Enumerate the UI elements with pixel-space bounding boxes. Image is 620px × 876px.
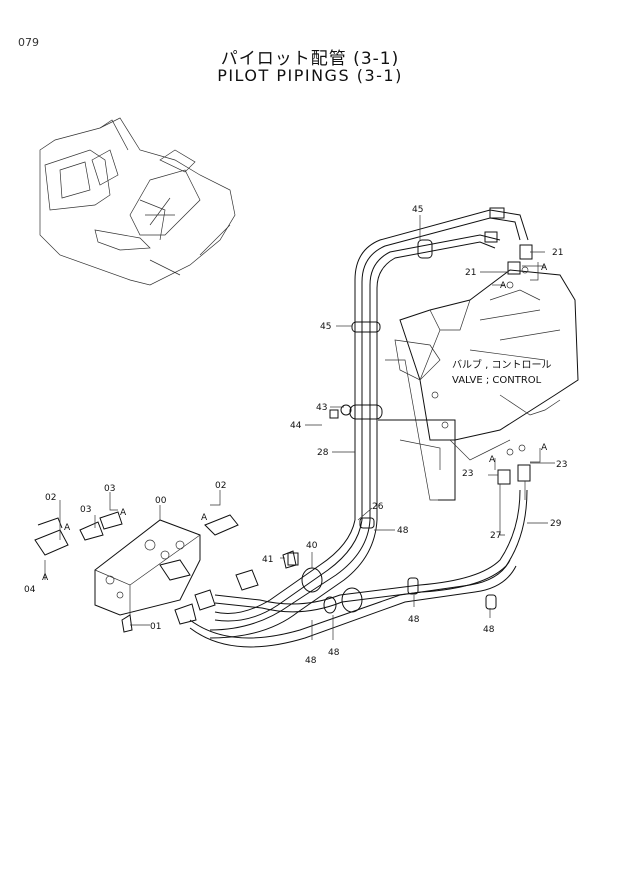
label-03: 03 [104,484,115,494]
label-04: 04 [24,585,36,595]
excavator-thumbnail [39,117,236,286]
label-48-e: 48 [483,625,495,635]
page-number: 079 [18,36,39,49]
lower-fittings [497,444,531,500]
label-48-d: 48 [408,615,420,625]
label-a-top-left: A [500,281,507,291]
label-21-right: 21 [552,248,563,258]
label-27: 27 [490,531,501,541]
top-fittings [484,207,533,289]
label-40: 40 [306,541,318,551]
label-28: 28 [317,448,329,458]
label-44: 44 [290,421,302,431]
label-00: 00 [155,496,167,506]
label-a-04: A [42,573,49,583]
label-02-right: 02 [215,481,226,491]
label-43: 43 [316,403,327,413]
title-english: PILOT PIPINGS (3-1) [217,66,403,85]
valve-caption-en: VALVE ; CONTROL [452,375,542,386]
label-03-b: 03 [80,505,91,515]
control-valve [378,269,579,501]
label-02-left: 02 [45,493,56,503]
pilot-hose-bundle [189,209,529,648]
label-a-mid-right: A [541,443,548,453]
label-a-02-left: A [64,523,71,533]
leader-lines [44,215,555,640]
label-23-left: 23 [462,469,473,479]
solenoid-valve-block [34,511,297,633]
label-23-right: 23 [556,460,567,470]
label-a-top-right: A [541,263,548,273]
label-01: 01 [150,622,161,632]
title-japanese: パイロット配管 (3-1) [220,49,400,69]
label-a-02-right: A [201,513,208,523]
clamps [287,239,497,614]
label-26: 26 [372,502,384,512]
label-45-mid: 45 [320,322,331,332]
label-48-a: 48 [397,526,409,536]
label-48-c: 48 [328,648,340,658]
label-41: 41 [262,555,273,565]
label-48-b: 48 [305,656,317,666]
label-29: 29 [550,519,562,529]
label-a-mid-left: A [489,455,496,465]
valve-caption-jp: バルブ , コントロール [452,358,552,371]
label-45-top: 45 [412,205,423,215]
label-a-03: A [120,508,127,518]
label-21-left: 21 [465,268,476,278]
